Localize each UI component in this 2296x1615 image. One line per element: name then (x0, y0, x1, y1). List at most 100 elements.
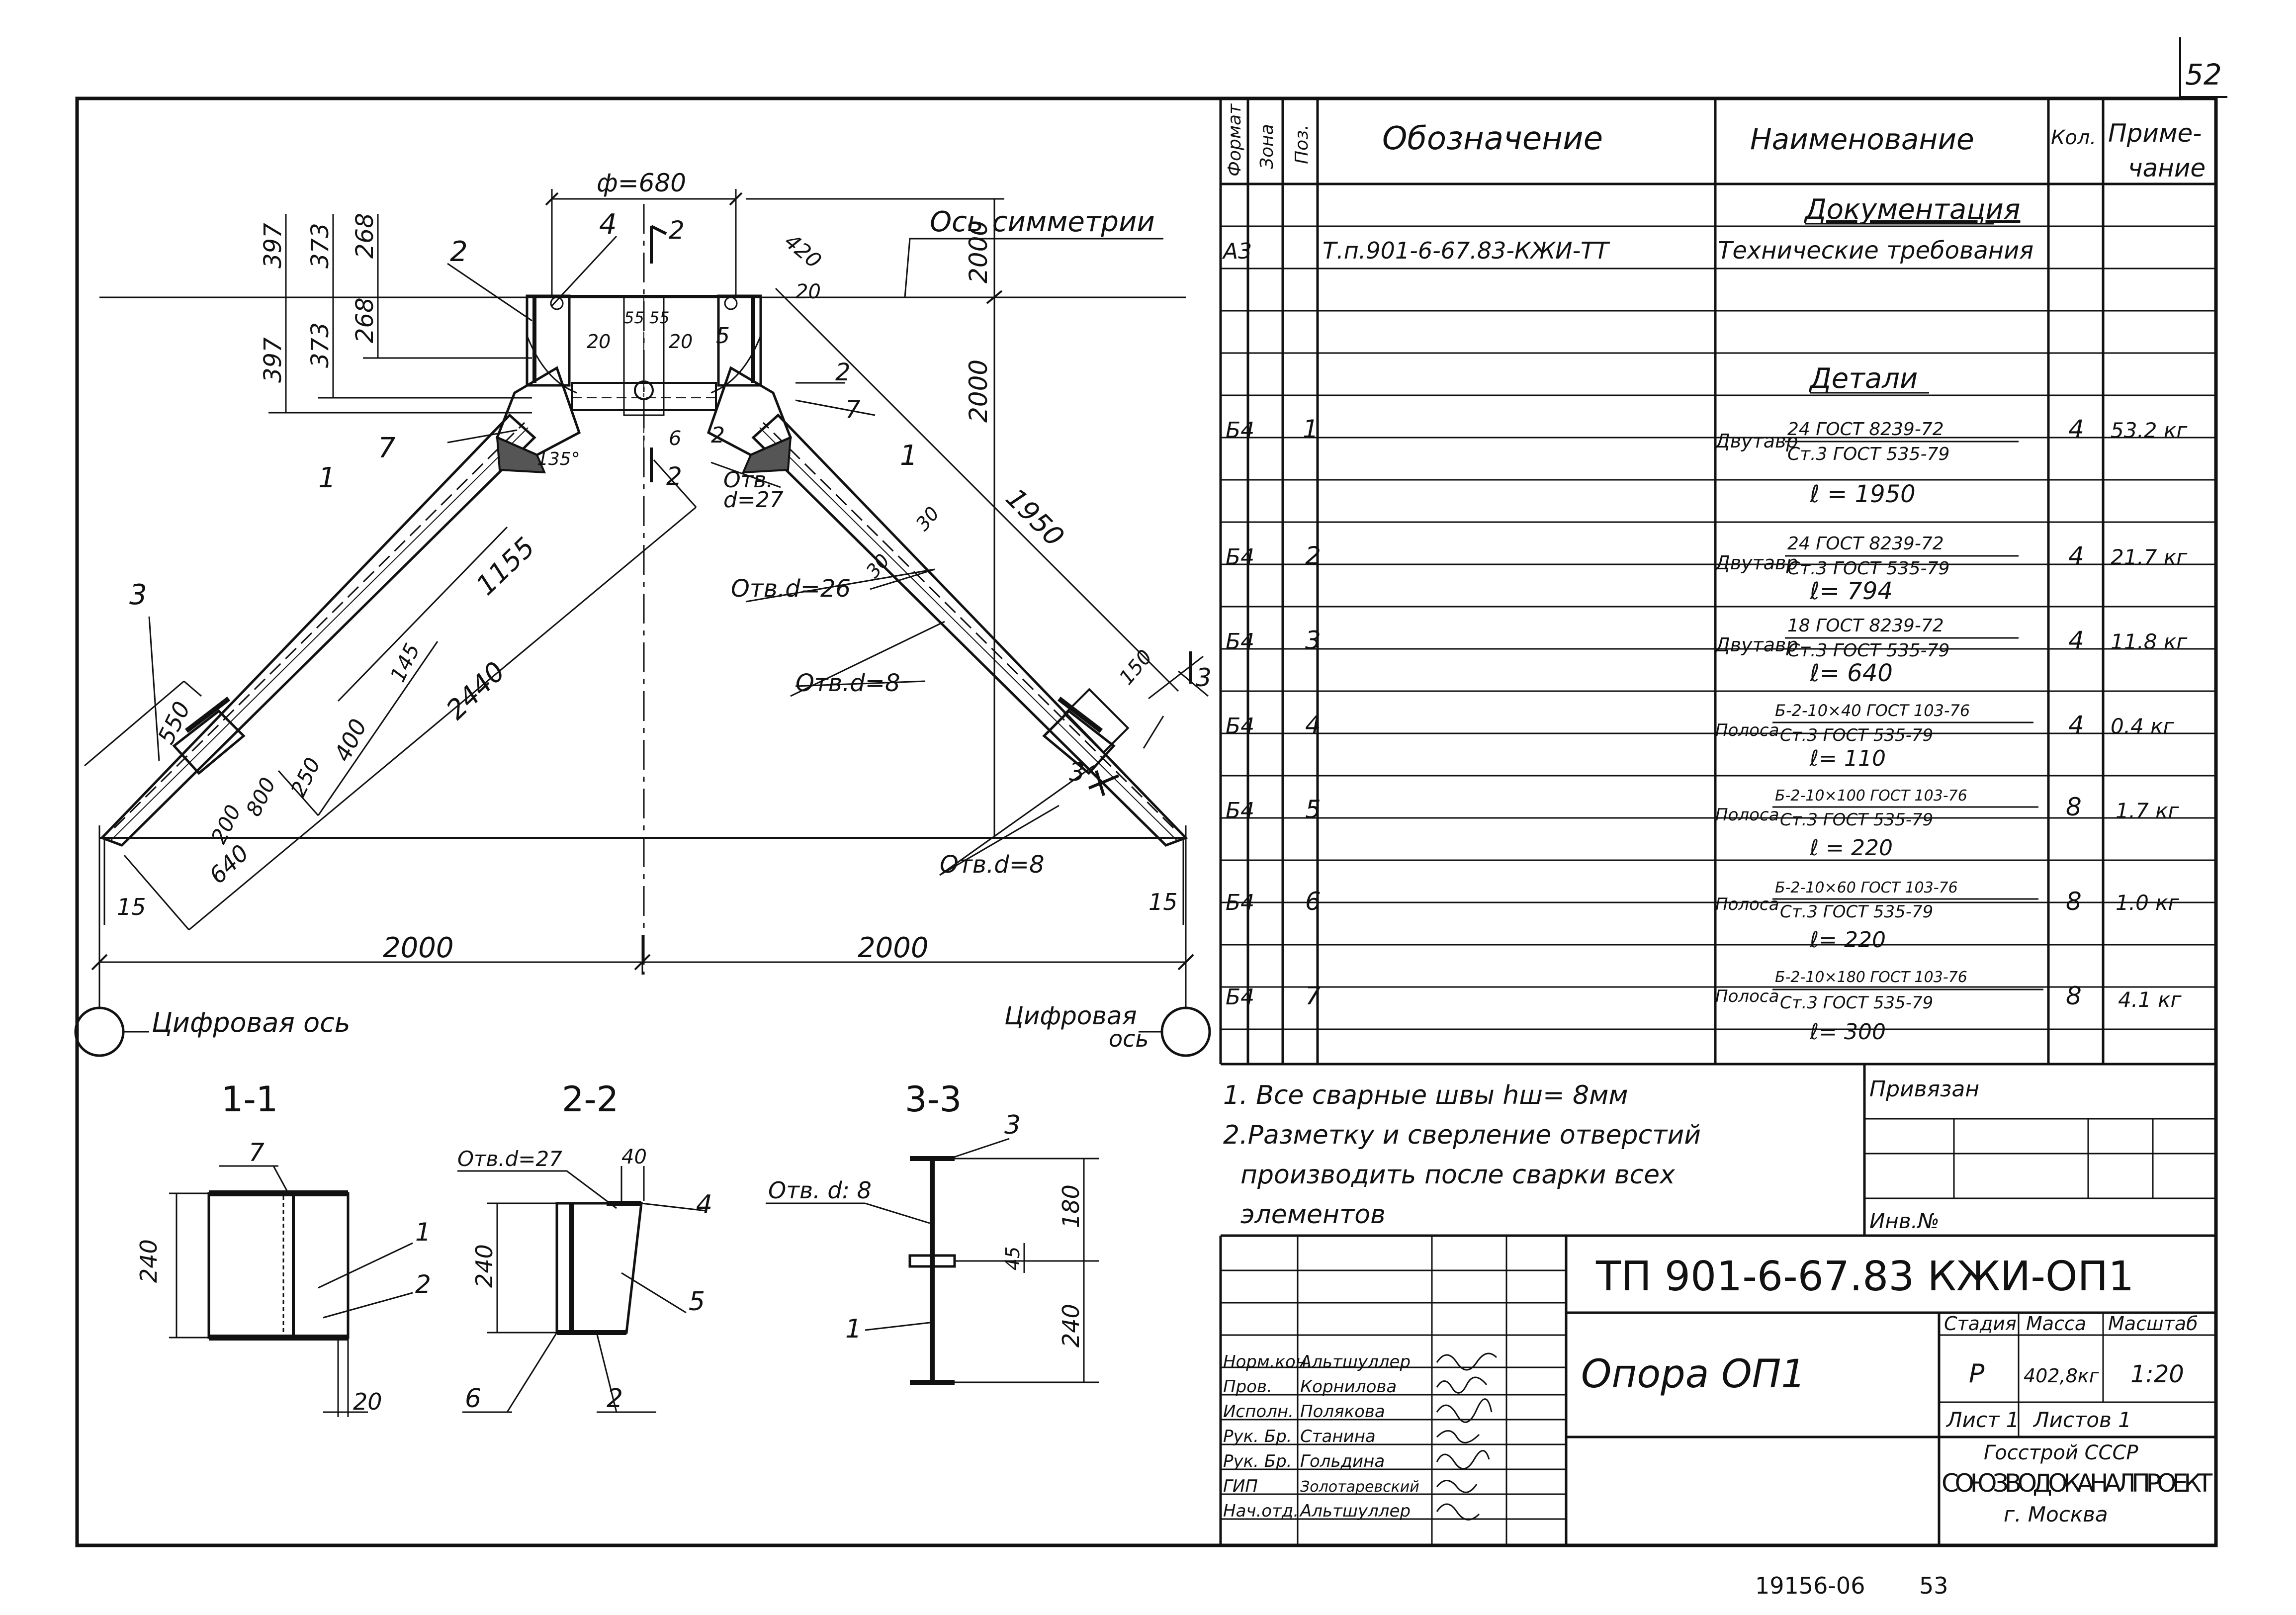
row-1-prefix: Двутавр (1714, 430, 1798, 452)
note-line-3: производить после сварки всех (1240, 1160, 1676, 1190)
note-line-4: элементов (1240, 1200, 1386, 1230)
section-1-1-pos-1: 1 (415, 1218, 431, 1247)
symmetry-axis-label: Ось симметрии (930, 206, 1155, 238)
name-3: Полякова (1300, 1402, 1385, 1422)
spec-row-6: Б4 6 Полоса Б-2-10×60 ГОСТ 103-76 Ст.3 Г… (1226, 879, 2180, 953)
dim-20-a: 20 (795, 280, 821, 303)
org-name: СОЮЗВОДОКАНАЛПРОЕКТ (1942, 1469, 2212, 1498)
pos-3-left: 3 (129, 579, 147, 611)
header-note-1: Приме- (2108, 119, 2202, 148)
row-5-mass: 1.7 кг (2116, 799, 2180, 823)
row-4-length: ℓ= 110 (1809, 746, 1886, 771)
section-1-1-dim-20: 20 (353, 1388, 382, 1415)
scale-header: Масштаб (2108, 1313, 2198, 1335)
mass-header: Масса (2026, 1313, 2086, 1335)
stage-value: Р (1969, 1359, 1985, 1389)
row-1-pos: 1 (1303, 415, 1319, 444)
section-3-3-dim-180: 180 (1058, 1184, 1084, 1228)
dim-373-top: 373 (306, 223, 334, 269)
role-6: ГИП (1223, 1476, 1258, 1496)
row-4-prefix: Полоса (1715, 720, 1779, 740)
row-4-mass: 0.4 кг (2111, 714, 2175, 738)
name-2: Корнилова (1300, 1377, 1397, 1397)
section-1-1-dim-240: 240 (135, 1239, 162, 1283)
title-block: Привязан Инв.№ ТП 901-6-67.83 КЖИ-ОП1 Оп… (1219, 1063, 2217, 1545)
pos-5: 5 (716, 323, 730, 349)
header-pos: Поз. (1292, 124, 1312, 164)
spec-row-1: Б4 1 Двутавр 24 ГОСТ 8239-72 Ст.3 ГОСТ 5… (1226, 415, 2188, 508)
row-6-format: Б4 (1226, 890, 1254, 915)
header-designation: Обозначение (1382, 120, 1603, 157)
section-1-1-pos-2: 2 (415, 1270, 431, 1299)
section-2-2-title: 2-2 (562, 1079, 618, 1120)
pos-6: 6 (669, 427, 681, 450)
row-1-length: ℓ = 1950 (1809, 480, 1916, 508)
section-2-2-dim-40: 40 (621, 1146, 647, 1168)
row-2-qty: 4 (2068, 541, 2084, 570)
row-2-pos: 2 (1305, 541, 1321, 570)
row-4-top: Б-2-10×40 ГОСТ 103-76 (1775, 701, 1970, 720)
header-name: Наименование (1750, 122, 1974, 156)
note-line-1: 1. Все сварные швы hш= 8мм (1223, 1080, 1628, 1110)
drawing-code: ТП 901-6-67.83 КЖИ-ОП1 (1595, 1253, 2134, 1300)
org-city: г. Москва (2004, 1502, 2108, 1526)
section-2-2-pos-5: 5 (689, 1287, 705, 1317)
row-6-length: ℓ= 220 (1809, 927, 1886, 953)
row-6-bottom: Ст.3 ГОСТ 535-79 (1780, 902, 1933, 922)
inv-label: Инв.№ (1869, 1209, 1940, 1233)
row-2-prefix: Двутавр (1714, 552, 1798, 574)
row-1-mass: 53.2 кг (2111, 418, 2188, 443)
dim-2000-v2: 2000 (964, 359, 993, 423)
row-3-format: Б4 (1226, 629, 1254, 654)
section-1-1-title: 1-1 (221, 1079, 278, 1120)
hole-8-label-a: Отв.d=8 (795, 669, 900, 697)
dim-373-bottom: 373 (306, 322, 334, 368)
section-3-3-hole-label: Отв. d: 8 (768, 1177, 872, 1204)
pos-7-left: 7 (378, 432, 396, 464)
header-qty: Кол. (2051, 126, 2096, 149)
pos-7-right: 7 (845, 396, 861, 424)
spec-row-2: Б4 2 Двутавр 24 ГОСТ 8239-72 Ст.3 ГОСТ 5… (1226, 534, 2188, 605)
section-3-3-dim-45: 45 (1002, 1247, 1024, 1270)
row-6-qty: 8 (2066, 887, 2082, 916)
section-parts: Детали (1808, 362, 1918, 395)
row-4-bottom: Ст.3 ГОСТ 535-79 (1780, 725, 1933, 745)
page-number: 52 (2185, 58, 2222, 91)
row-5-pos: 5 (1305, 795, 1321, 824)
row-4-format: Б4 (1226, 714, 1254, 739)
dim-2000-right: 2000 (858, 932, 929, 964)
name-1: Альтшуллер (1299, 1352, 1411, 1372)
section-2-2-pos-4: 4 (696, 1190, 712, 1220)
header-zone: Зона (1257, 124, 1277, 169)
row-1-format: Б4 (1226, 418, 1254, 443)
pos-2-left-top: 2 (450, 236, 468, 268)
dim-397-top: 397 (259, 223, 287, 269)
section-3-3-title: 3-3 (905, 1079, 962, 1120)
role-3: Исполн. (1223, 1402, 1294, 1422)
role-1: Норм.кон. (1223, 1352, 1312, 1372)
row-1-bottom: Ст.3 ГОСТ 535-79 (1787, 444, 1949, 464)
row-3-pos: 3 (1305, 626, 1321, 655)
row-4-pos: 4 (1305, 711, 1321, 739)
spec-row-3: Б4 3 Двутавр 18 ГОСТ 8239-72 Ст.3 ГОСТ 5… (1226, 616, 2188, 687)
row-6-pos: 6 (1305, 887, 1321, 916)
section-1-1: 1-1 240 20 7 1 2 (135, 1079, 431, 1417)
role-5: Рук. Бр. (1223, 1451, 1292, 1471)
dim-268-top: 268 (351, 213, 379, 259)
pos-1-left: 1 (318, 462, 336, 494)
hole-27-label-2: d=27 (723, 487, 784, 513)
handwritten-signatures (1436, 1352, 1498, 1521)
row-3-length: ℓ= 640 (1809, 659, 1893, 687)
digital-axis-right-label: Цифровая (1004, 1001, 1137, 1030)
pos-2-centre: 2 (711, 423, 725, 448)
row-2-top: 24 ГОСТ 8239-72 (1787, 534, 1944, 554)
sheet-number: Лист 1 (1945, 1408, 2020, 1432)
sheets-total: Листов 1 (2032, 1408, 2131, 1432)
pos-2-right: 2 (835, 359, 851, 386)
dim-15-left: 15 (117, 894, 146, 920)
dim-397-bottom: 397 (259, 337, 287, 383)
row-2-format: Б4 (1226, 544, 1254, 570)
spec-row-5: Б4 5 Полоса Б-2-10×100 ГОСТ 103-76 Ст.3 … (1226, 787, 2180, 861)
section-1-1-pos-7: 7 (249, 1138, 265, 1167)
